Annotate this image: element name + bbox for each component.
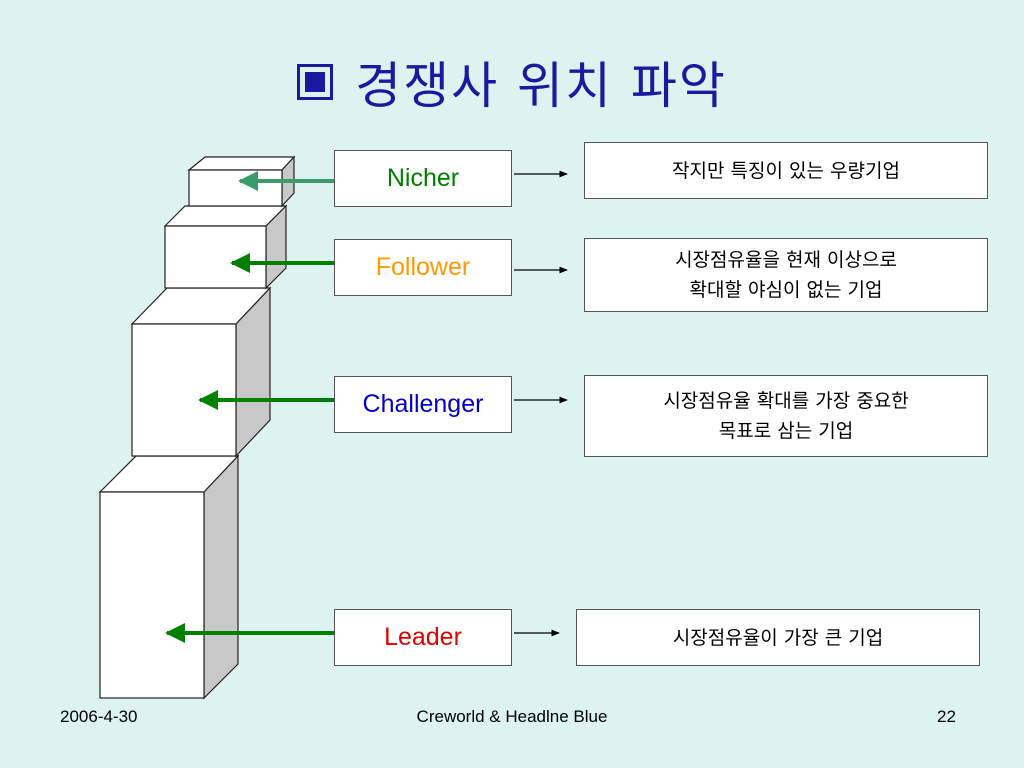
slide-title-text: 경쟁사 위치 파악 [355,57,727,115]
challenger-label: Challenger [334,376,512,433]
filled-square-icon [297,64,334,100]
nicher-description: 작지만 특징이 있는 우량기업 [584,142,988,199]
follower-label: Follower [334,239,512,296]
nicher-label: Nicher [334,150,512,207]
challenger-block [130,286,272,458]
footer-page-number: 22 [937,707,956,726]
slide-title: 경쟁사 위치 파악 [0,42,1024,122]
follower-description: 시장점유율을 현재 이상으로 확대할 야심이 없는 기업 [584,238,988,312]
challenger-description: 시장점유율 확대를 가장 중요한 목표로 삼는 기업 [584,375,988,457]
leader-block [98,454,240,700]
footer-date: 2006-4-30 [60,707,138,726]
leader-description: 시장점유율이 가장 큰 기업 [576,609,980,666]
leader-label: Leader [334,609,512,666]
follower-block [163,204,288,290]
footer-credit: Creworld & Headlne Blue [416,707,608,726]
